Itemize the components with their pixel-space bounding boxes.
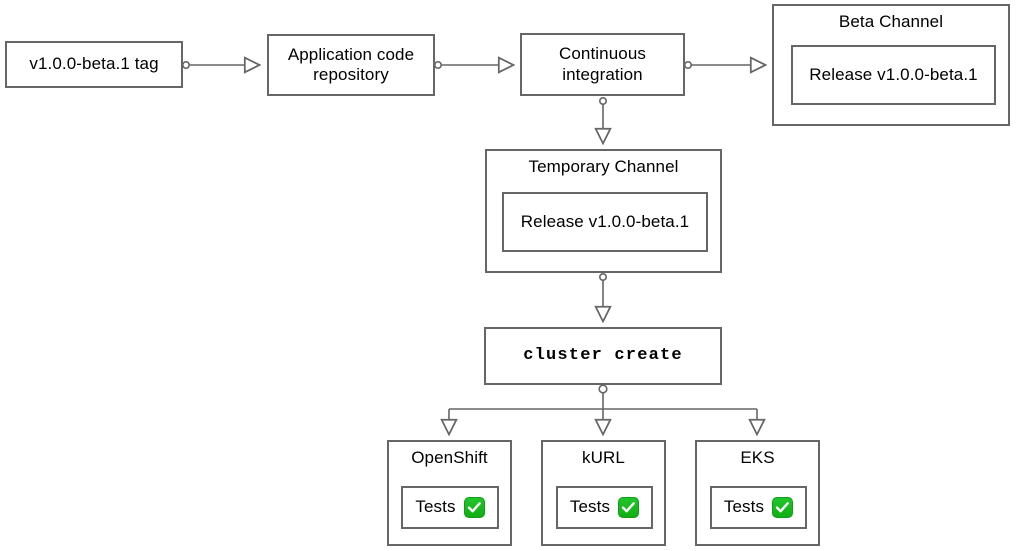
openshift-tests-row: Tests [415,497,485,518]
node-eks-tests[interactable]: Tests [710,486,807,529]
node-beta-channel-release-label: Release v1.0.0-beta.1 [809,64,978,84]
node-openshift-tests[interactable]: Tests [401,486,499,529]
edge-ci-to-beta-channel [683,62,764,68]
node-temporary-channel-title: Temporary Channel [528,157,679,176]
node-tag[interactable]: v1.0.0-beta.1 tag [5,41,183,88]
node-beta-channel-title: Beta Channel [838,12,944,31]
edge-repo-to-ci [433,62,512,68]
node-kurl[interactable]: kURL Tests [541,440,666,546]
node-eks-title: EKS [740,448,775,467]
edge-temporary-channel-to-cluster-create [600,272,606,320]
node-temporary-channel-release[interactable]: Release v1.0.0-beta.1 [502,192,708,252]
node-temporary-channel[interactable]: Temporary Channel Release v1.0.0-beta.1 [485,149,722,273]
node-beta-channel-release[interactable]: Release v1.0.0-beta.1 [791,45,996,105]
edge-tag-to-repo [182,62,258,68]
node-openshift-title: OpenShift [411,448,488,467]
node-continuous-integration-label: Continuous integration [558,44,646,84]
node-openshift-tests-label: Tests [415,497,456,517]
node-kurl-tests-label: Tests [569,497,611,517]
node-application-code-repository[interactable]: Application code repository [267,34,435,96]
edge-ci-to-temporary-channel [600,97,606,142]
check-mark-button-icon [772,497,794,518]
node-tag-label: v1.0.0-beta.1 tag [29,54,159,74]
eks-tests-row: Tests [723,497,794,518]
node-kurl-tests[interactable]: Tests [556,486,653,529]
node-eks[interactable]: EKS Tests [695,440,820,546]
node-temporary-channel-release-label: Release v1.0.0-beta.1 [520,211,690,231]
node-application-code-repository-label: Application code repository [287,44,415,84]
check-mark-button-icon [618,497,640,518]
node-beta-channel[interactable]: Beta Channel Release v1.0.0-beta.1 [772,4,1010,126]
node-cluster-create-label: cluster create [523,345,683,365]
kurl-tests-row: Tests [569,497,640,518]
check-mark-button-icon [463,497,485,518]
node-continuous-integration[interactable]: Continuous integration [520,33,685,96]
node-openshift[interactable]: OpenShift Tests [387,440,512,546]
node-cluster-create[interactable]: cluster create [484,327,722,385]
node-eks-tests-label: Tests [723,497,765,517]
node-kurl-title: kURL [582,448,625,467]
edge-cluster-create-to-targets [449,384,757,433]
